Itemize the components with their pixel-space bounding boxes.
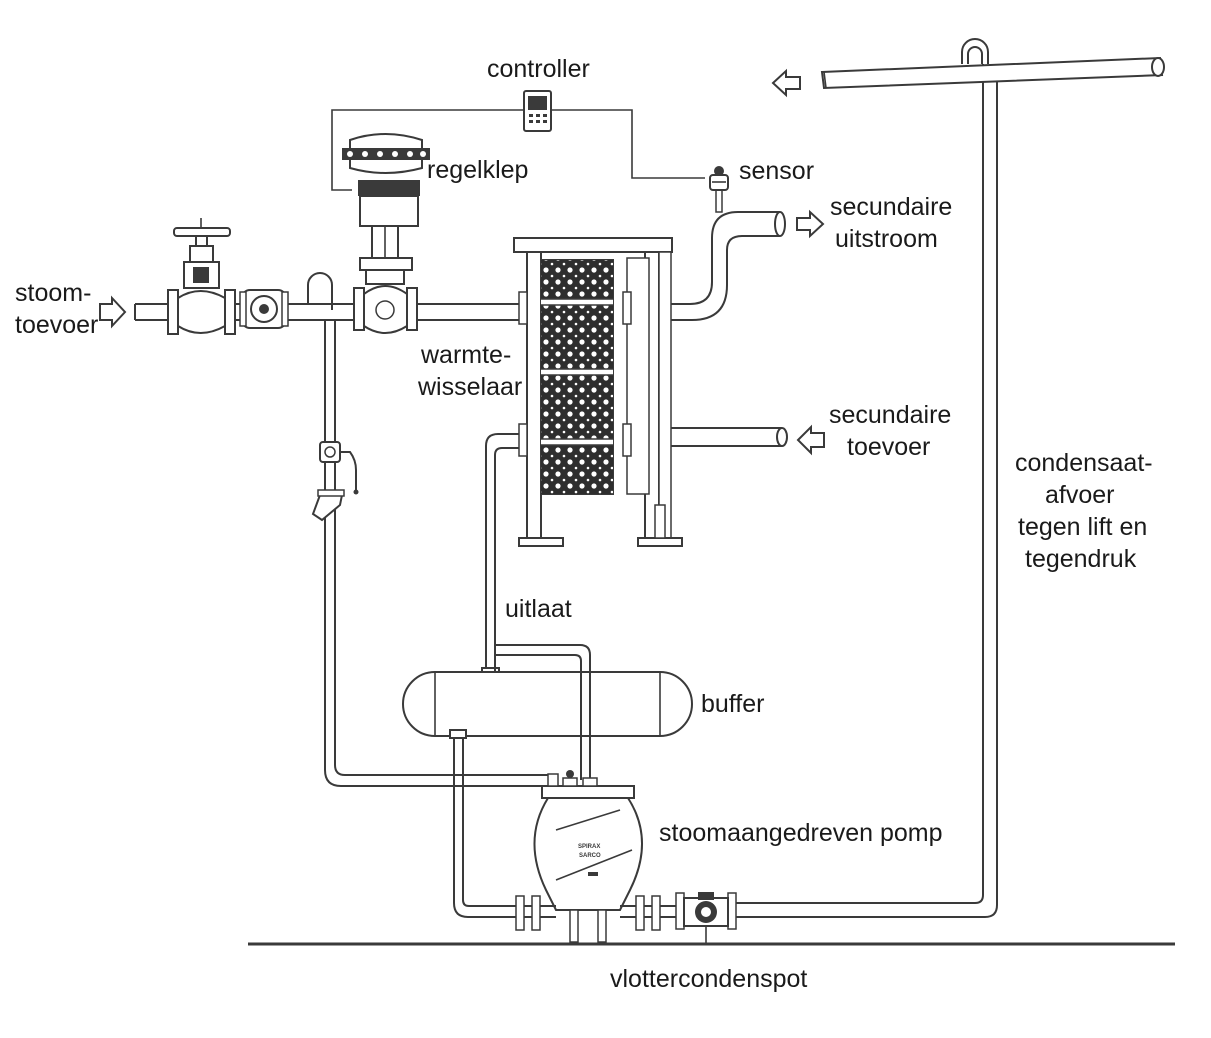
secondary-supply-pipe — [671, 427, 788, 447]
buffer-balance-pipe — [494, 644, 591, 780]
condensate-return-label-1: condensaat- — [1015, 449, 1153, 477]
condensate-return-label-2: afvoer — [1045, 481, 1114, 509]
steam-pump-label: stoomaangedreven pomp — [659, 819, 943, 847]
float-trap — [675, 892, 737, 944]
ball-valve — [319, 441, 359, 495]
condensate-return-label-3: tegen lift en — [1018, 513, 1147, 541]
strainer — [239, 289, 289, 329]
secondary-supply-label-1: secundaire — [829, 401, 951, 429]
buffer-balance-pipe-inner — [495, 654, 582, 780]
heat-exchanger-label-2: wisselaar — [417, 373, 522, 401]
buffer-drain-pipe — [453, 738, 516, 918]
steam-takeoff-loop — [307, 272, 333, 310]
secondary-supply-arrow — [796, 424, 825, 456]
pump-brand-top: SPIRAX — [578, 844, 600, 850]
steam-supply-label-2: toevoer — [15, 311, 98, 339]
steam-supply-label-1: stoom- — [15, 279, 91, 307]
controller-label: controller — [487, 55, 590, 83]
controller-device — [523, 90, 552, 132]
stop-valve — [167, 218, 236, 335]
float-trap-label: vlottercondenspot — [610, 965, 807, 993]
temperature-sensor — [709, 166, 729, 213]
buffer-label: buffer — [701, 690, 764, 718]
buffer-vessel — [402, 671, 693, 739]
secondary-outflow-pipe — [671, 211, 786, 321]
secondary-supply-label-2: toevoer — [847, 433, 930, 461]
motive-steam-pipe — [324, 320, 555, 787]
steam-supply-arrow — [99, 295, 127, 329]
pump-brand-bottom: SARCO — [579, 853, 601, 859]
control-valve-label: regelklep — [427, 156, 528, 184]
condensate-return-pipe — [727, 38, 1165, 918]
secondary-outflow-label-1: secundaire — [830, 193, 952, 221]
control-signal-wire — [331, 109, 705, 191]
outlet-label: uitlaat — [505, 595, 572, 623]
steam-pump: SPIRAX SARCO — [515, 770, 676, 943]
condensate-return-label-4: tegendruk — [1025, 545, 1137, 573]
y-strainer — [311, 489, 345, 522]
condensate-outflow-arrow — [771, 68, 801, 98]
secondary-outflow-label-2: uitstroom — [835, 225, 938, 253]
condensate-outlet-pipe — [481, 433, 519, 679]
secondary-outflow-arrow — [796, 209, 825, 239]
heat-exchanger-label-1: warmte- — [420, 341, 511, 369]
sensor-label: sensor — [739, 157, 814, 185]
heat-exchanger — [513, 237, 683, 547]
control-valve — [342, 133, 430, 334]
